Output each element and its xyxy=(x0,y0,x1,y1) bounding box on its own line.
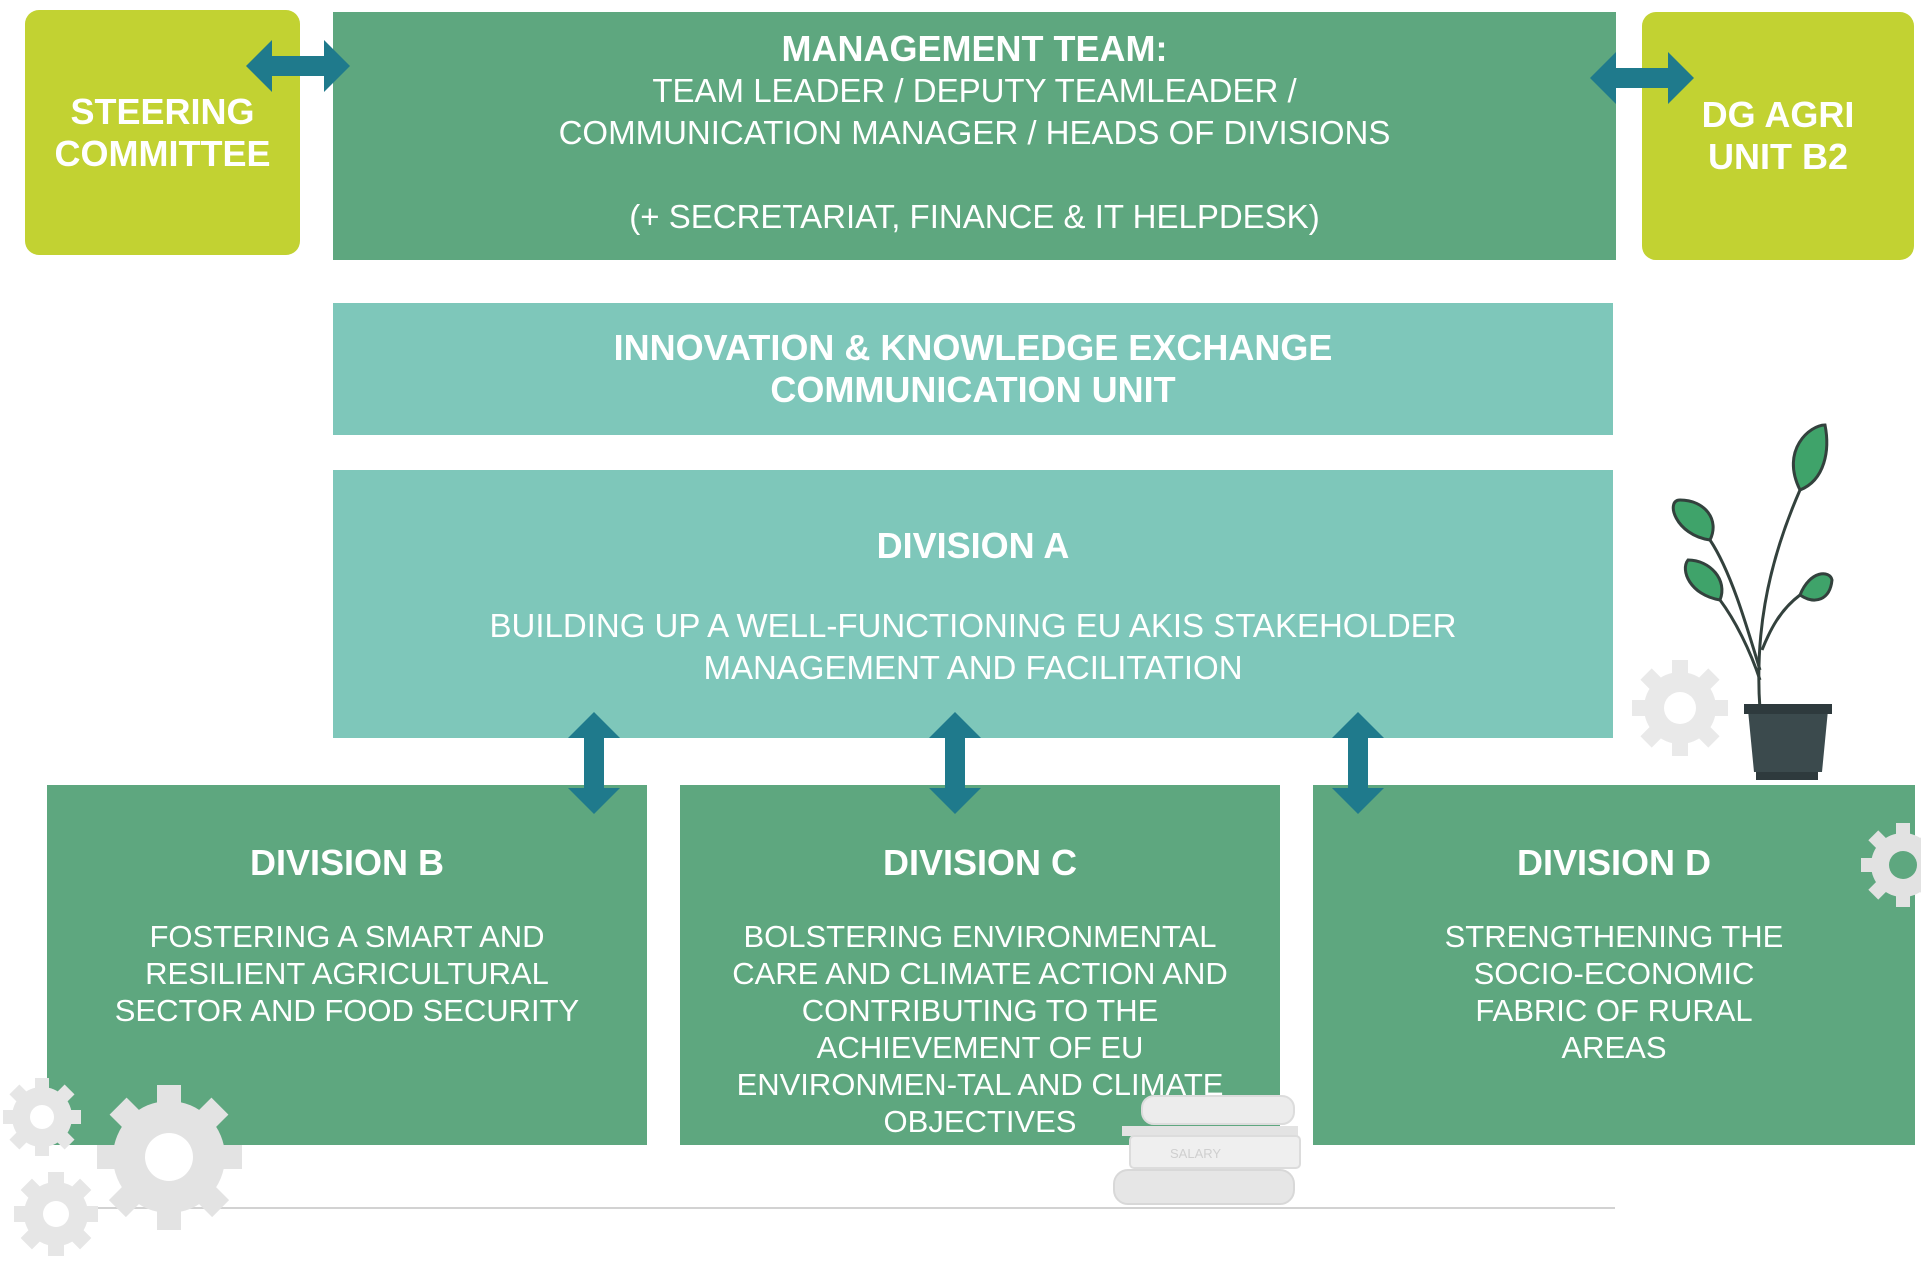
dg-agri-label: DG AGRI UNIT B2 xyxy=(1701,94,1855,177)
division-a-title: DIVISION A xyxy=(876,525,1070,566)
gear-icon xyxy=(97,1085,242,1230)
communication-unit-line-2: COMMUNICATION UNIT xyxy=(770,369,1176,410)
management-team-line-3: (+ SECRETARIAT, FINANCE & IT HELPDESK) xyxy=(629,198,1320,235)
division-b-description: FOSTERING A SMART AND RESILIENT AGRICULT… xyxy=(114,919,580,1028)
double-arrow-icon xyxy=(246,40,350,92)
division-d-title: DIVISION D xyxy=(1516,842,1712,883)
steering-committee-label: STEERING COMMITTEE xyxy=(54,90,271,174)
management-team-line-2: COMMUNICATION MANAGER / HEADS OF DIVISIO… xyxy=(558,114,1391,151)
division-c-title: DIVISION C xyxy=(882,842,1078,883)
potted-plant-icon xyxy=(1671,423,1834,780)
division-a-description: BUILDING UP A WELL-FUNCTIONING EU AKIS S… xyxy=(489,607,1457,686)
dg-agri-box: DG AGRI UNIT B2 xyxy=(1642,12,1914,260)
gear-icon xyxy=(3,1078,81,1156)
division-b-title: DIVISION B xyxy=(249,842,445,883)
books-stack-icon: SALARY xyxy=(1113,1095,1301,1205)
gear-icon xyxy=(14,1172,98,1256)
division-d-box: DIVISION D STRENGTHENING THE SOCIO-ECONO… xyxy=(1313,785,1915,1145)
double-arrow-vertical-icon xyxy=(929,712,981,814)
management-team-title: MANAGEMENT TEAM: xyxy=(781,28,1168,69)
gear-icon xyxy=(1632,660,1728,756)
double-arrow-icon xyxy=(1590,52,1694,104)
communication-unit-line-1: INNOVATION & KNOWLEDGE EXCHANGE xyxy=(613,327,1333,368)
gear-icon xyxy=(1861,823,1921,907)
division-a-box: DIVISION A BUILDING UP A WELL-FUNCTIONIN… xyxy=(333,470,1613,738)
division-c-description: BOLSTERING ENVIRONMENTAL CARE AND CLIMAT… xyxy=(732,919,1228,1139)
double-arrow-vertical-icon xyxy=(568,712,620,814)
communication-unit-box: INNOVATION & KNOWLEDGE EXCHANGE COMMUNIC… xyxy=(333,303,1613,435)
double-arrow-vertical-icon xyxy=(1332,712,1384,814)
management-team-line-1: TEAM LEADER / DEPUTY TEAMLEADER / xyxy=(652,72,1297,109)
division-c-box: DIVISION C BOLSTERING ENVIRONMENTAL CARE… xyxy=(680,785,1280,1145)
steering-committee-box: STEERING COMMITTEE xyxy=(25,10,300,255)
division-b-box: DIVISION B FOSTERING A SMART AND RESILIE… xyxy=(47,785,647,1145)
baseline-divider xyxy=(80,1207,1615,1209)
management-team-box: MANAGEMENT TEAM: TEAM LEADER / DEPUTY TE… xyxy=(333,12,1616,260)
book-spine-text: SALARY xyxy=(1170,1146,1221,1161)
division-d-description: STRENGTHENING THE SOCIO-ECONOMIC FABRIC … xyxy=(1444,919,1784,1065)
